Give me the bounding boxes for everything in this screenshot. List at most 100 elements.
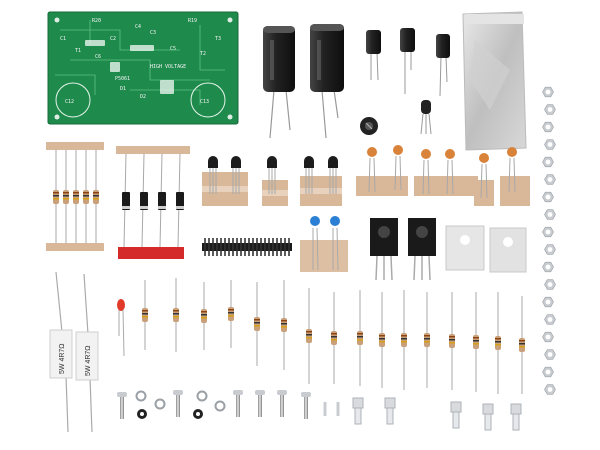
- pcb-label-t1: T1: [75, 48, 81, 54]
- nut-icon: [544, 349, 556, 360]
- mosfets: [370, 218, 436, 281]
- pcb-label-c3: C3: [150, 30, 156, 36]
- pcb-label-t2: T2: [200, 51, 206, 57]
- pcb-label-c5: C5: [170, 46, 176, 52]
- spade-terminal-icon: [352, 397, 364, 425]
- resistor-icon: [519, 296, 525, 394]
- nut-icon: [542, 331, 554, 343]
- transistor-icon: [231, 156, 241, 194]
- spade-terminal-icon: [482, 403, 494, 431]
- nut-icon: [542, 296, 554, 308]
- screw-icon: [173, 390, 183, 417]
- resistor-icon: [173, 278, 179, 352]
- resistor-icon: [254, 282, 260, 366]
- screw-icon: [255, 390, 265, 417]
- resistor-icon: [228, 280, 234, 348]
- thermal-pads: [445, 225, 527, 273]
- power-resistor-label: 5W 4R7Ω: [59, 343, 66, 374]
- nut-icon: [542, 121, 554, 133]
- diode-icon: [176, 153, 184, 248]
- transistor-icon: [208, 156, 218, 194]
- nut-icon: [544, 139, 556, 150]
- electrolytic-capacitor: [310, 24, 344, 139]
- blue-ceramic-capacitors: [300, 216, 348, 272]
- nut-icon: [542, 191, 554, 203]
- spade-terminal-icon: [384, 397, 396, 425]
- pcb-label-c6: C6: [95, 54, 101, 60]
- resistor-icon: [93, 150, 99, 243]
- nut-icon: [544, 279, 556, 290]
- pcb-label-d1: D1: [120, 86, 126, 92]
- electrolytic-capacitor: [263, 26, 295, 139]
- resistor-icon: [473, 292, 479, 392]
- pcb-label-high-voltage: HIGH VOLTAGE: [150, 64, 186, 70]
- pcb-label-part-number: P5061: [115, 76, 130, 82]
- nut-icon: [542, 226, 554, 238]
- transistor-icon: [267, 156, 277, 194]
- diode-icon: [158, 153, 166, 248]
- mosfet: [370, 218, 398, 281]
- ceramic-capacitor-icon: [367, 147, 377, 193]
- power-resistor: 5W 4R7Ω: [75, 273, 99, 433]
- power-resistor: 5W 4R7Ω: [49, 271, 73, 433]
- taped-resistors: [46, 142, 104, 251]
- washer-icon: [214, 400, 226, 412]
- nut-icon: [544, 384, 556, 395]
- pin-icon: [323, 402, 327, 416]
- screw-icon: [301, 392, 311, 419]
- nut-icon: [544, 314, 556, 325]
- pcb-cap-label-right: C13: [200, 99, 209, 105]
- resistor-icon: [401, 290, 407, 390]
- resistor-icon: [73, 150, 79, 243]
- resistor-icon: [63, 150, 69, 243]
- screw-icon: [117, 392, 127, 419]
- taped-transistors: [202, 156, 342, 206]
- ceramic-capacitor-icon: [445, 149, 455, 195]
- pcb-cap-footprint-right: [190, 82, 226, 118]
- ceramic-capacitor-icon: [421, 149, 431, 195]
- transistor-icon: [328, 156, 338, 194]
- electrolytic-capacitor: [366, 30, 381, 81]
- nut-icon: [542, 156, 554, 168]
- pcb-label-r19: R19: [188, 18, 197, 24]
- nut-icon: [544, 244, 556, 255]
- small-capacitors: [366, 28, 450, 97]
- resistor-icon: [449, 292, 455, 390]
- diode-icon: [140, 153, 148, 248]
- taped-ceramic-capacitors: [356, 145, 530, 206]
- screw-icon: [233, 390, 243, 417]
- resistor-icon: [142, 280, 148, 350]
- nut-icon: [544, 209, 556, 220]
- resistor-icon: [201, 282, 207, 350]
- nut-icon: [542, 366, 554, 378]
- pcb-label-t3: T3: [215, 36, 221, 42]
- trimmer-pot: [360, 117, 378, 135]
- resistor-icon: [424, 292, 430, 388]
- ceramic-capacitor-icon: [479, 153, 489, 199]
- power-resistor-label: 5W 4R7Ω: [85, 345, 92, 376]
- power-resistors: 5W 4R7Ω 5W 4R7Ω: [49, 271, 99, 433]
- pcb-label-c4: C4: [135, 24, 141, 30]
- pcb-label-c2: C2: [110, 36, 116, 42]
- resistor-icon: [53, 150, 59, 243]
- pcb-label-r20: R20: [92, 18, 101, 24]
- nut-icon: [137, 409, 147, 419]
- pcb-cap-label-left: C12: [65, 99, 74, 105]
- resistor-icon: [281, 280, 287, 370]
- spade-terminal-icon: [510, 403, 522, 431]
- electrolytic-capacitor: [400, 28, 415, 94]
- pcb-cap-footprint-left: [55, 82, 91, 118]
- pcb-board: C12 C13 R20 R19 C1 C2 C3 C4 C5 C6 D1 D2 …: [47, 11, 239, 125]
- transistor: [420, 100, 432, 135]
- washer-icon: [135, 390, 147, 402]
- taped-diodes: [116, 146, 190, 259]
- diode-icon: [122, 153, 130, 248]
- led: [117, 299, 125, 357]
- screw-icon: [277, 390, 287, 417]
- washer-icon: [196, 390, 208, 402]
- resistor-icon: [306, 288, 312, 384]
- large-capacitors: [263, 24, 344, 139]
- ceramic-capacitor-icon: [507, 147, 517, 193]
- spade-terminal-icon: [450, 401, 462, 429]
